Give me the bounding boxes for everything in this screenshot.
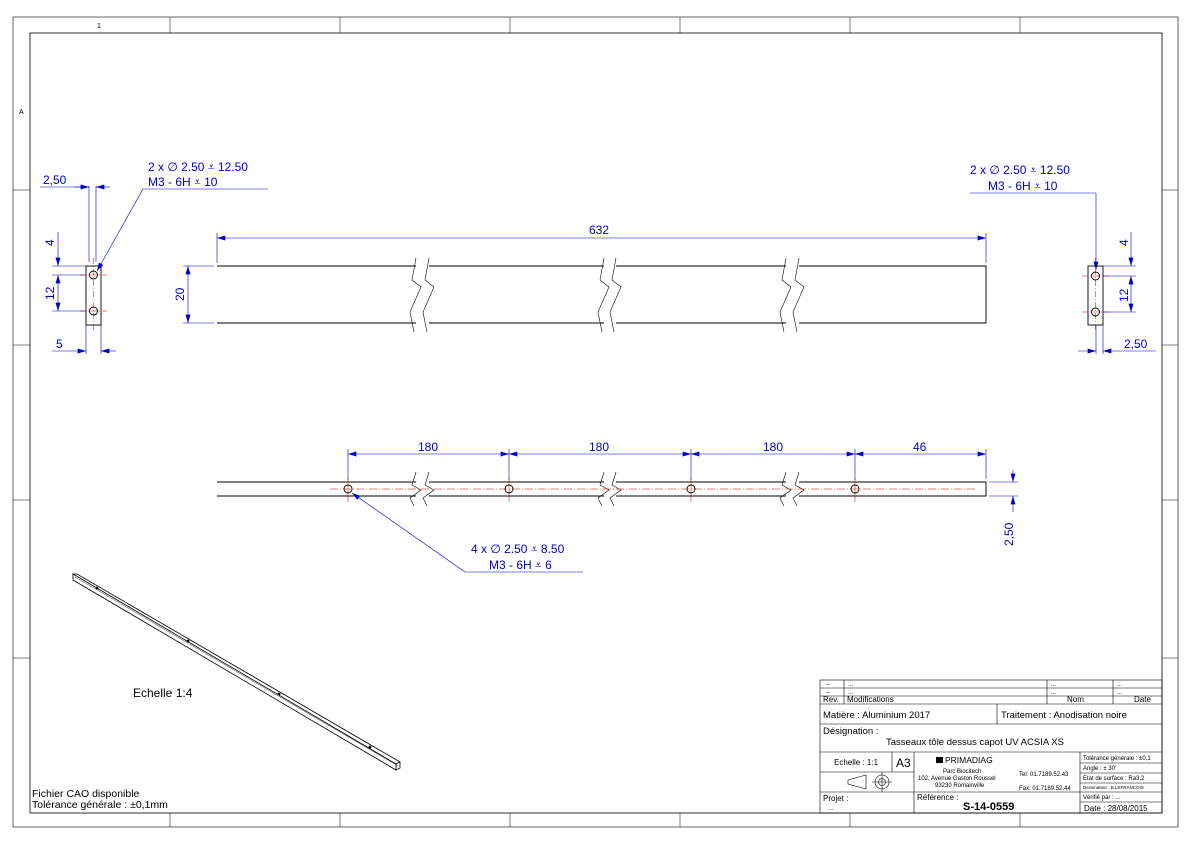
designation-label: Désignation : [823, 726, 878, 737]
dessinateur: Dessinateur : B.LEFRANCOIS [1083, 785, 1144, 790]
title-block: -- ... ... ... -- ... ... ... Rev. Modif… [819, 679, 1163, 814]
rev-row1-date: ... [1117, 682, 1122, 688]
projet: ... [828, 806, 833, 812]
surface: Etat de surface : Ra3,2 [1083, 776, 1145, 782]
top-pitch-dim-2: 180 [589, 440, 609, 454]
left-width-dim: 2,50 [43, 173, 67, 187]
address-line-1: Parc Biocitech [943, 769, 981, 775]
rev-row1-mod: ... [848, 682, 853, 688]
top-pitch-dim-1: 180 [418, 440, 438, 454]
row-label: A [19, 109, 24, 116]
sheet-frame [12, 16, 1179, 828]
projection-symbol-icon [847, 772, 892, 792]
left-bottom-dim: 5 [56, 337, 63, 351]
top-callout-line2: M3 - 6H ⩡ 6 [489, 558, 552, 572]
rev-row2-mod: ... [848, 690, 853, 696]
front-length-dim: 632 [589, 223, 609, 237]
company-logo-icon [936, 757, 943, 763]
verifie: Vérifié par : ... [1083, 795, 1121, 801]
reference: S-14-0559 [963, 801, 1014, 813]
address-line-3: 93230 Romainville [935, 783, 985, 789]
top-hole-4 [850, 484, 860, 494]
rev-row1-rev: -- [826, 682, 830, 688]
right-hole-top [1091, 271, 1100, 281]
right-spacing-dim: 12 [1117, 288, 1131, 302]
echelle: Echelle : 1:1 [834, 758, 879, 767]
top-hole-1 [343, 484, 353, 494]
company-logo: PRIMADIAG [945, 755, 993, 765]
left-top-dim: 4 [43, 239, 57, 246]
projet-label: Projet : [823, 794, 848, 803]
rev-header-date: Date [1134, 695, 1151, 704]
rev-header-rev: Rev. [823, 695, 839, 704]
top-callout-line1: 4 x ∅ 2.50 ⩡ 8.50 [471, 542, 565, 556]
front-height-dim: 20 [173, 287, 187, 301]
left-callout-line1: 2 x ∅ 2.50 ⩡ 12.50 [148, 160, 248, 174]
left-callout-line2: M3 - 6H ⩡ 10 [148, 175, 218, 189]
right-end-view: 2,50 4 12 2 x ∅ 2.50 ⩡ 12.50 M3 - 6H ⩡ 1… [970, 163, 1156, 354]
left-hole-bottom [89, 306, 98, 316]
right-callout-line2: M3 - 6H ⩡ 10 [988, 179, 1058, 193]
rev-header-nom: Nom [1067, 695, 1084, 704]
designation: Tasseaux tôle dessus capot UV ACSIA XS [886, 737, 1064, 748]
note-line-2: Tolérance générale : ±0,1mm [32, 799, 168, 811]
right-width-dim: 2,50 [1124, 337, 1148, 351]
rev-header-mod: Modifications [847, 695, 894, 704]
top-view: 180 180 180 46 2,50 4 x ∅ 2.50 ⩡ 8.50 M3… [217, 440, 1018, 573]
reference-label: Référence : [917, 793, 958, 802]
date: Date : 28/08/2015 [1084, 804, 1148, 813]
rev-row2-rev: -- [826, 690, 830, 696]
matiere: Matière : Aluminium 2017 [823, 710, 930, 721]
left-spacing-dim: 12 [43, 286, 57, 300]
left-end-view: 2,50 4 12 5 2 x ∅ 2.50 ⩡ 12.50 M3 - 6H ⩡… [40, 160, 268, 354]
rev-row2-nom: ... [1051, 690, 1056, 696]
column-label: 1 [97, 23, 101, 30]
traitement: Traitement : Anodisation noire [1001, 710, 1127, 721]
top-hole-3 [686, 484, 696, 494]
note-line-1: Fichier CAO disponible [32, 788, 140, 800]
left-hole-top [89, 270, 98, 280]
right-top-dim: 4 [1117, 239, 1131, 246]
right-hole-bottom [1091, 307, 1100, 317]
top-hole-2 [504, 484, 514, 494]
top-pitch-dim-4: 46 [913, 440, 927, 454]
tolerance: Tolérance générale : ±0,1 [1083, 756, 1151, 762]
rev-row2-date: ... [1117, 690, 1122, 696]
angle: Angle : ± 30' [1083, 766, 1116, 772]
format: A3 [896, 756, 911, 770]
right-callout-line1: 2 x ∅ 2.50 ⩡ 12.50 [970, 163, 1070, 177]
top-pitch-dim-3: 180 [763, 440, 783, 454]
address-line-2: 102, Avenue Gaston Roussel [918, 776, 996, 782]
top-thickness-dim: 2,50 [1002, 522, 1016, 546]
fax: Fax: 01.7189.52.44 [1019, 786, 1071, 792]
front-view: 632 20 [173, 223, 987, 333]
iso-scale-label: Echelle 1:4 [133, 686, 193, 700]
tel: Tel: 01.7189.52.43 [1019, 772, 1069, 778]
isometric-view [71, 573, 401, 771]
rev-row1-nom: ... [1051, 682, 1056, 688]
